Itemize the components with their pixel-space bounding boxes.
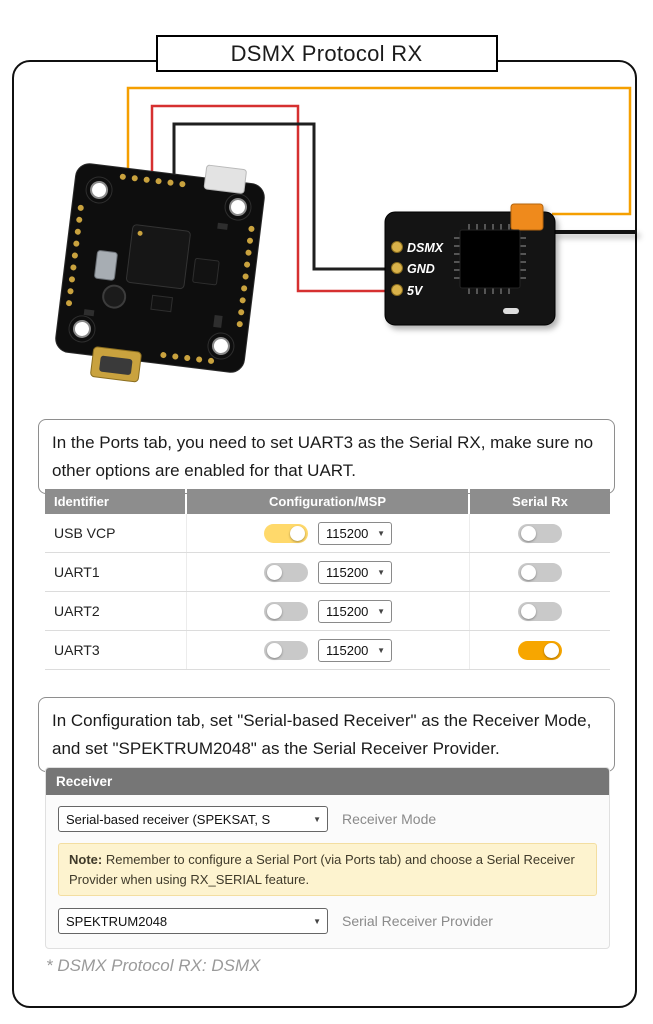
receiver-pads: DSMX GND 5V (391, 241, 444, 298)
pad-label-gnd: GND (407, 262, 435, 276)
config-instruction-text: In Configuration tab, set "Serial-based … (38, 697, 615, 773)
ground-wire (172, 122, 394, 271)
ports-table: Identifier Configuration/MSP Serial Rx U… (45, 489, 610, 670)
configuration-cell: 115200 ▼ (187, 514, 470, 552)
toggle-knob (267, 603, 282, 619)
plug-connector (203, 164, 247, 194)
serial-rx-toggle[interactable] (518, 640, 562, 660)
pad-label-dsmx: DSMX (407, 241, 444, 255)
caret-down-icon: ▼ (377, 528, 385, 538)
port-identifier: UART3 (45, 631, 187, 669)
flight-controller-board (55, 163, 265, 383)
port-identifier: UART2 (45, 592, 187, 630)
title-banner: DSMX Protocol RX (155, 35, 498, 72)
configuration-cell: 115200 ▼ (187, 631, 470, 669)
gyro-chip (192, 257, 220, 286)
mounting-holes (68, 176, 252, 360)
small-ic (150, 294, 174, 313)
table-row: USB VCP 115200 ▼ (45, 514, 610, 553)
note-prefix: Note: (69, 852, 103, 867)
toggle-knob (521, 564, 536, 580)
inductor (102, 284, 127, 309)
toggle-knob (290, 525, 305, 541)
msp-toggle[interactable] (264, 562, 308, 582)
table-row: UART2 115200 ▼ (45, 592, 610, 631)
serial-rx-toggle[interactable] (518, 601, 562, 621)
serial-rx-cell (470, 553, 610, 591)
receiver-mode-select[interactable]: Serial-based receiver (SPEKSAT, S ▼ (58, 806, 328, 832)
provider-value: SPEKTRUM2048 (66, 913, 168, 929)
serial-port-note: Note: Remember to configure a Serial Por… (58, 843, 597, 896)
serial-rx-toggle[interactable] (518, 562, 562, 582)
msp-toggle[interactable] (264, 640, 308, 660)
caret-down-icon: ▼ (313, 814, 321, 824)
ports-instruction-text: In the Ports tab, you need to set UART3 … (38, 419, 615, 495)
toggle-knob (521, 603, 536, 619)
port-identifier: UART1 (45, 553, 187, 591)
caret-down-icon: ▼ (313, 916, 321, 926)
baud-select[interactable]: 115200 ▼ (318, 521, 392, 545)
solder-pads (66, 173, 255, 364)
receiver-chip (454, 224, 526, 294)
serial-rx-cell (470, 631, 610, 669)
receiver-mode-label: Receiver Mode (342, 811, 437, 827)
serial-rx-cell (470, 514, 610, 552)
toggle-knob (267, 642, 282, 658)
voltage-regulator (94, 250, 118, 281)
footnote: * DSMX Protocol RX: DSMX (46, 956, 261, 975)
baud-select[interactable]: 115200 ▼ (318, 599, 392, 623)
table-row: UART3 115200 ▼ (45, 631, 610, 670)
usb-port (90, 346, 142, 383)
ports-table-header: Identifier Configuration/MSP Serial Rx (45, 489, 610, 514)
configuration-cell: 115200 ▼ (187, 592, 470, 630)
table-row: UART1 115200 ▼ (45, 553, 610, 592)
serial-provider-select[interactable]: SPEKTRUM2048 ▼ (58, 908, 328, 934)
header-identifier: Identifier (45, 489, 185, 514)
power-wire (150, 104, 394, 293)
caret-down-icon: ▼ (377, 645, 385, 655)
toggle-knob (544, 642, 559, 658)
header-serial-rx: Serial Rx (470, 489, 610, 514)
serial-rx-cell (470, 592, 610, 630)
caret-down-icon: ▼ (377, 606, 385, 616)
baud-value: 115200 (326, 525, 369, 541)
baud-value: 115200 (326, 642, 369, 658)
toggle-knob (521, 525, 536, 541)
caret-down-icon: ▼ (377, 567, 385, 577)
receiver-mode-row: Serial-based receiver (SPEKSAT, S ▼ Rece… (58, 806, 597, 832)
page-title: DSMX Protocol RX (230, 40, 423, 66)
toggle-knob (267, 564, 282, 580)
pad-label-5v: 5V (407, 284, 424, 298)
signal-wire (126, 86, 632, 216)
baud-value: 115200 (326, 564, 369, 580)
mcu-chip (126, 224, 191, 290)
serial-rx-toggle[interactable] (518, 523, 562, 543)
status-led (503, 308, 519, 314)
baud-select[interactable]: 115200 ▼ (318, 560, 392, 584)
baud-value: 115200 (326, 603, 369, 619)
msp-toggle[interactable] (264, 601, 308, 621)
wiring-diagram: DSMX GND 5V (55, 86, 637, 383)
receiver-panel-header: Receiver (46, 768, 609, 795)
receiver-panel: Receiver Serial-based receiver (SPEKSAT,… (45, 767, 610, 949)
baud-select[interactable]: 115200 ▼ (318, 638, 392, 662)
note-text: Remember to configure a Serial Port (via… (69, 852, 575, 887)
msp-toggle[interactable] (264, 523, 308, 543)
configuration-cell: 115200 ▼ (187, 553, 470, 591)
capacitors (83, 222, 228, 328)
receiver-panel-body: Serial-based receiver (SPEKSAT, S ▼ Rece… (46, 795, 609, 948)
provider-row: SPEKTRUM2048 ▼ Serial Receiver Provider (58, 908, 597, 934)
bind-connector (510, 203, 544, 231)
header-configuration-msp: Configuration/MSP (187, 489, 468, 514)
receiver-module: DSMX GND 5V (384, 203, 637, 326)
port-identifier: USB VCP (45, 514, 187, 552)
provider-label: Serial Receiver Provider (342, 913, 493, 929)
receiver-mode-value: Serial-based receiver (SPEKSAT, S (66, 811, 271, 827)
